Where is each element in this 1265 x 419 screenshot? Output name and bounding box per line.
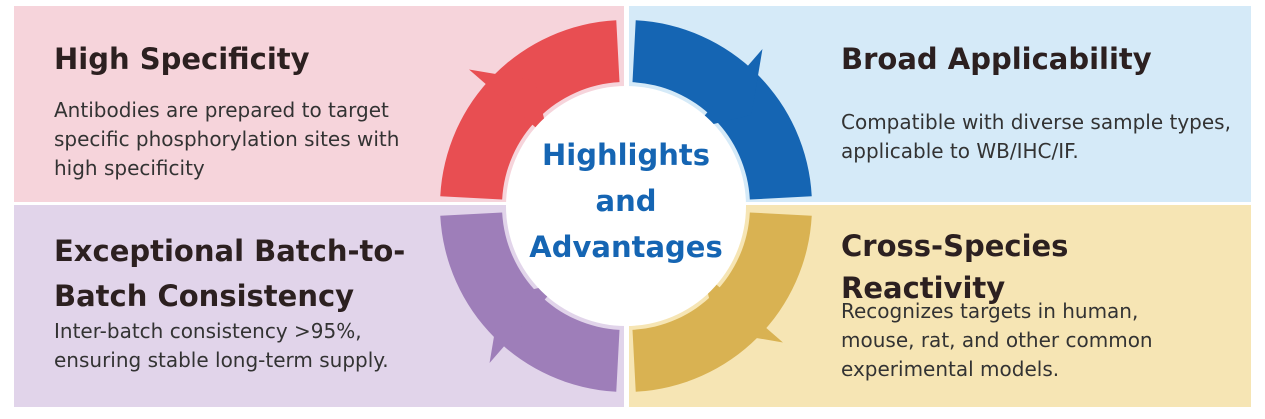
- panel-title: Cross-Species Reactivity: [841, 229, 1069, 305]
- panel-description: Recognizes targets in human, mouse, rat,…: [841, 299, 1153, 381]
- center-title: Highlights and Advantages: [506, 132, 746, 270]
- panel-title: High Specificity: [54, 42, 310, 76]
- panel-description: Compatible with diverse sample types, ap…: [841, 110, 1231, 163]
- panel-description: Inter-batch consistency >95%, ensuring s…: [54, 319, 389, 372]
- center-title-line: Highlights: [541, 138, 711, 172]
- panel-description: Antibodies are prepared to target specif…: [54, 98, 400, 180]
- panel-title: Broad Applicability: [841, 42, 1152, 76]
- panel-title: Exceptional Batch-to-Batch Consistency: [54, 234, 406, 313]
- center-title-line: and: [595, 184, 657, 218]
- center-title-line: Advantages: [529, 230, 723, 264]
